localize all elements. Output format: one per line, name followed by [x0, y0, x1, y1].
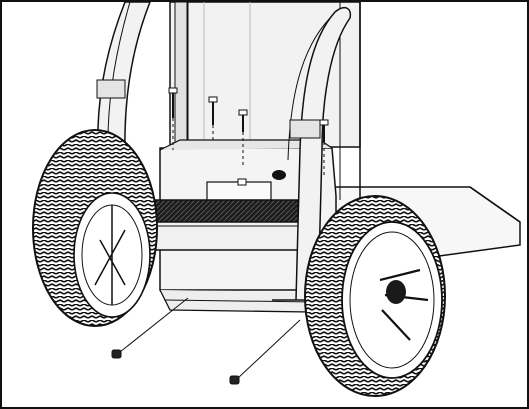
screw-icon — [168, 87, 178, 150]
left-wheel — [32, 129, 158, 327]
screw-icon — [111, 297, 189, 359]
right-wheel — [304, 195, 446, 397]
screw-icon — [208, 96, 218, 142]
screw-icon — [238, 109, 248, 168]
screw-icon — [319, 119, 329, 178]
screw-icon — [229, 319, 301, 385]
right-handle — [272, 7, 352, 301]
